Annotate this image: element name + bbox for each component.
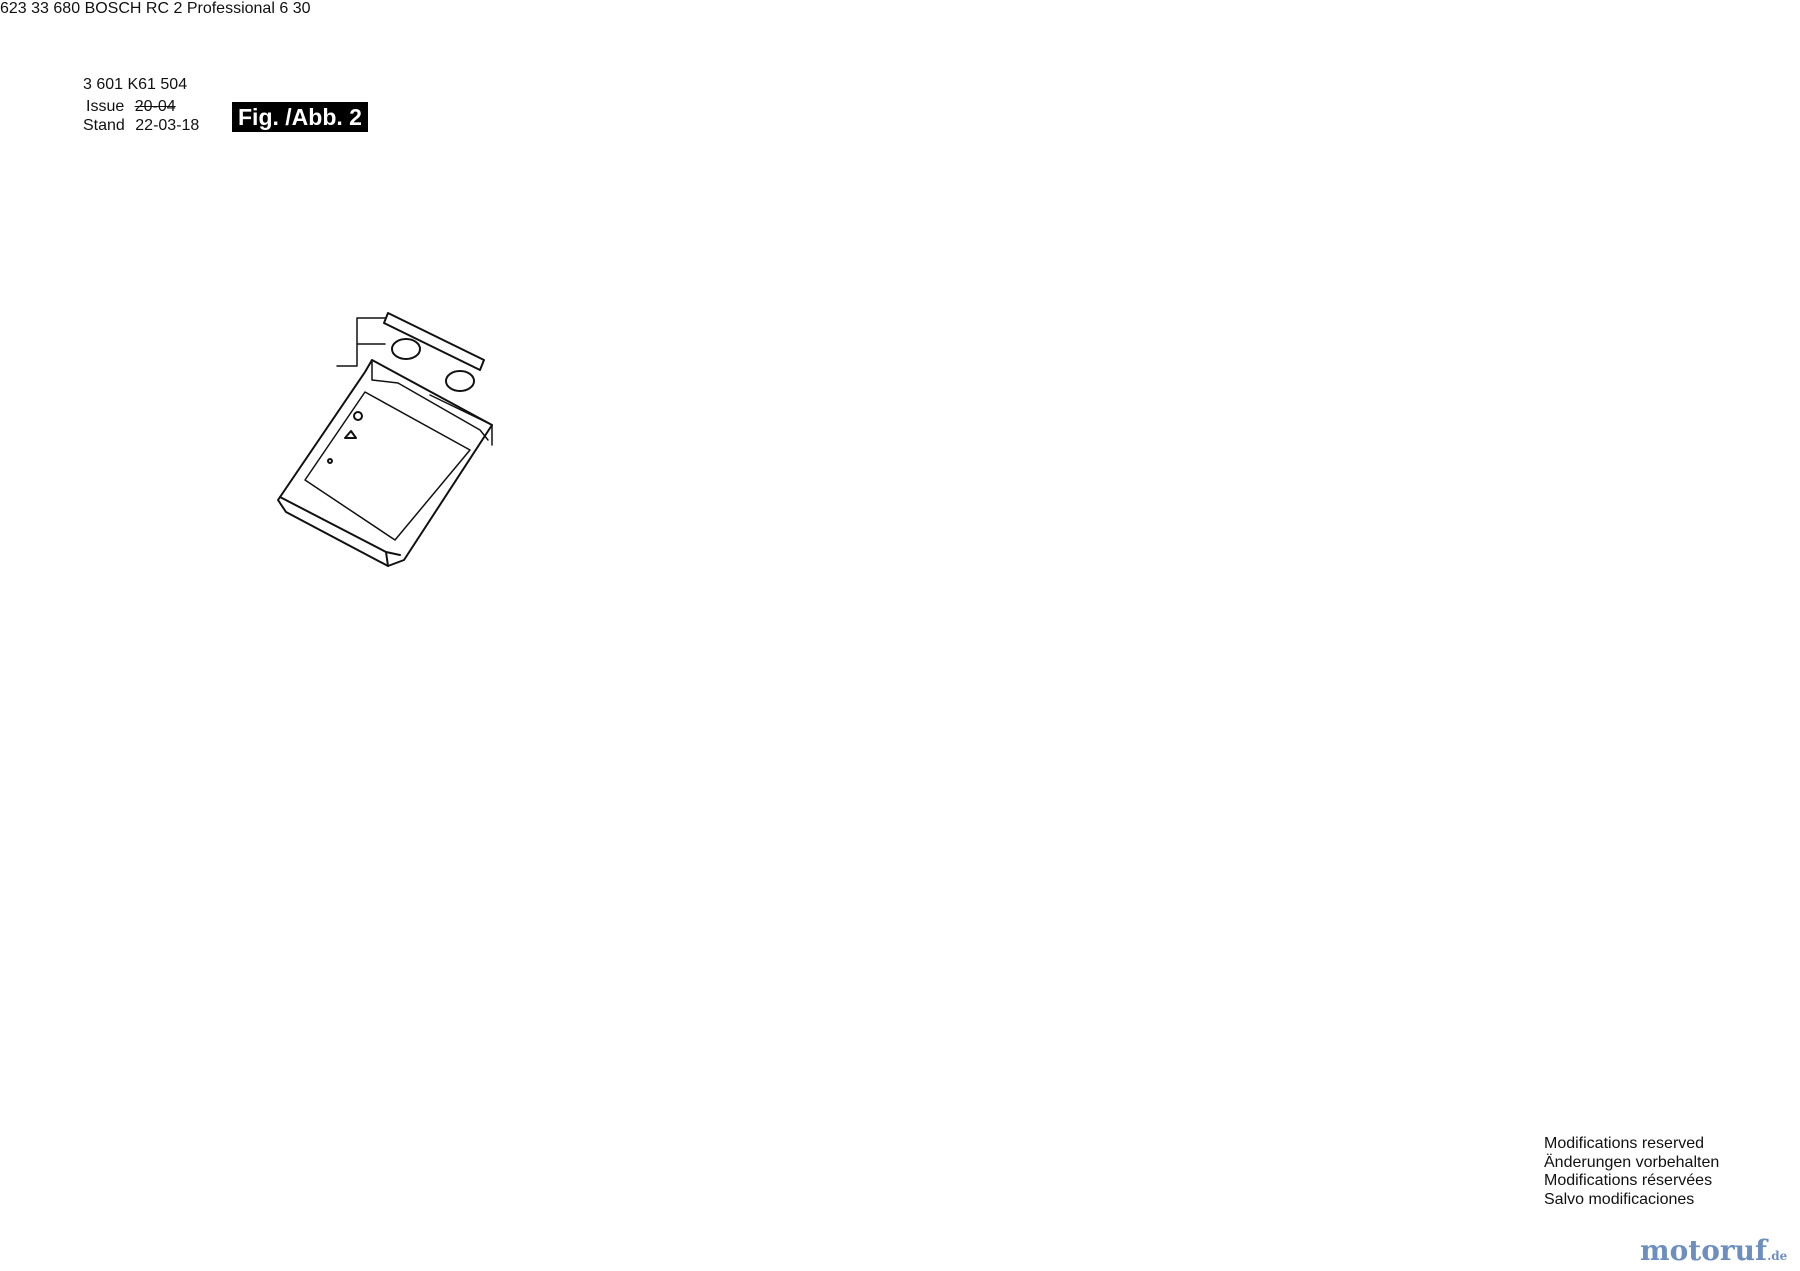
callout-33: 33 — [31, 0, 49, 17]
remote-brand-text: BOSCH — [84, 0, 142, 17]
stand-line: Stand 22-03-18 — [83, 116, 199, 135]
note-en: Modifications reserved — [1544, 1135, 1705, 1152]
callout-680: 680 — [53, 0, 81, 17]
remote-line-text: Professional — [186, 0, 275, 17]
callout-623: 623 — [0, 0, 27, 17]
issue-line: Issue 20-04 — [86, 97, 176, 116]
note-de: Änderungen vorbehalten — [1544, 1153, 1720, 1171]
callout-6: 6 — [279, 0, 289, 17]
issue-value: 20-04 — [134, 98, 176, 115]
document-number: 3 601 K61 504 — [83, 76, 188, 93]
modifications-notes: Modifications reserved Änderungen vorbeh… — [1544, 1135, 1719, 1209]
remote-model-text: RC 2 — [145, 0, 183, 17]
stand-value: 22-03-18 — [135, 117, 200, 134]
watermark-tld: .de — [1767, 1249, 1788, 1263]
note-es: Salvo modificaciones — [1544, 1190, 1695, 1208]
callout-30: 30 — [292, 0, 311, 17]
stand-label: Stand — [83, 117, 125, 134]
note-fr: Modifications réservées — [1544, 1172, 1713, 1189]
remote-holder-part — [277, 312, 493, 567]
watermark-logo: motoruf.de — [1640, 1234, 1787, 1267]
issue-label: Issue — [86, 98, 125, 115]
watermark-name: motoruf — [1640, 1234, 1768, 1267]
figure-badge: Fig. /Abb. 2 — [232, 102, 368, 132]
